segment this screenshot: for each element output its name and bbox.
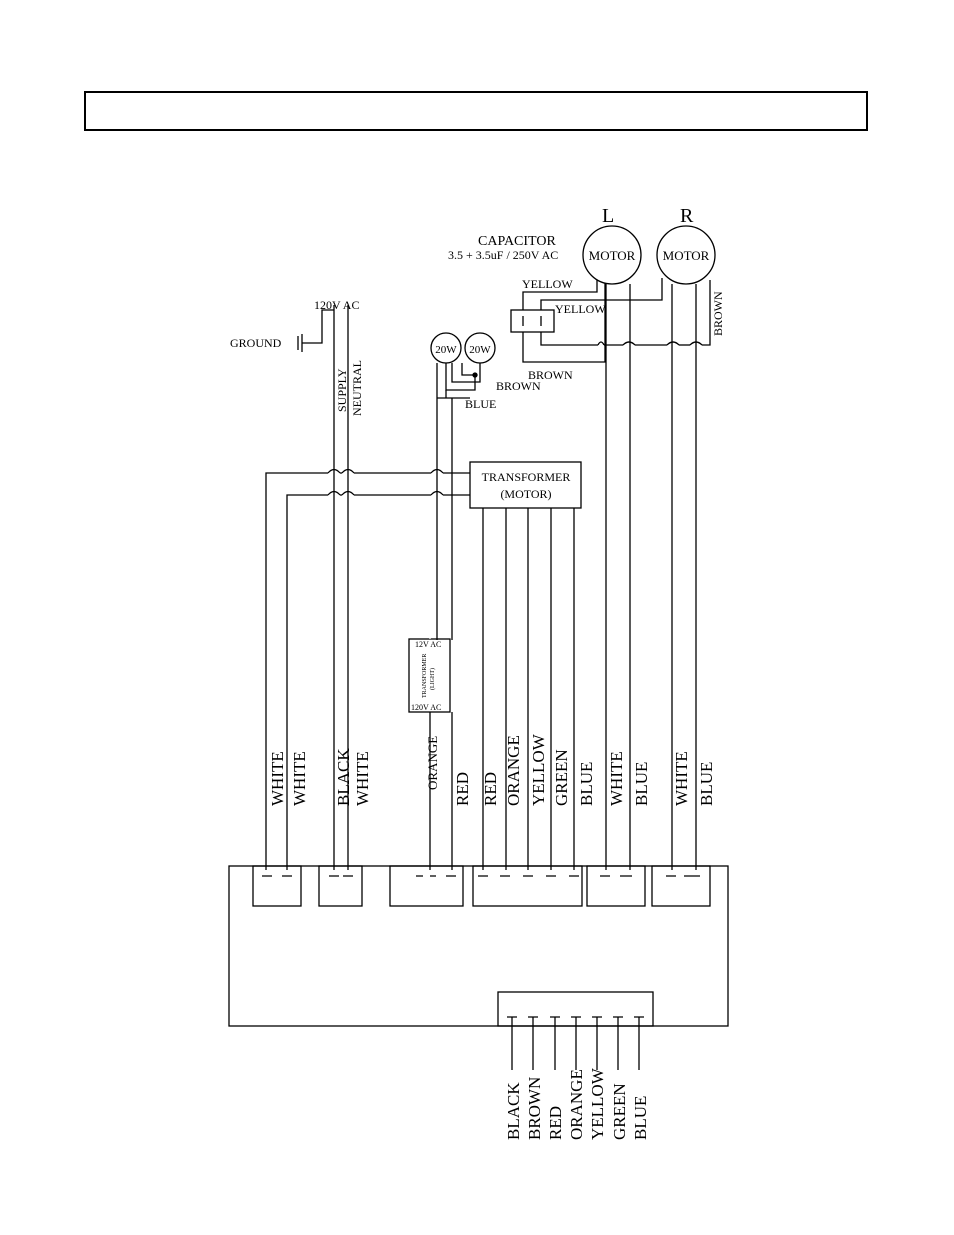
lower-wire-label: BROWN [525,1077,544,1140]
connector-3 [389,865,464,907]
lower-wire-label: ORANGE [567,1069,586,1140]
upper-wire-label: BLUE [697,762,716,806]
motor-r-label: R [680,205,694,227]
connector-5 [586,865,646,907]
lower-wire-label: BLACK [504,1082,523,1140]
capacitor-spec: 3.5 + 3.5uF / 250V AC [448,248,558,262]
lower-wire-label: BLUE [631,1096,650,1140]
capacitor-title: CAPACITOR [478,234,556,249]
upper-wire-label: WHITE [268,751,287,806]
connector-4 [472,865,583,907]
upper-wire-label: YELLOW [529,733,548,806]
upper-wire-label: WHITE [672,751,691,806]
upper-wire-label: ORANGE [504,735,523,806]
upper-wire-label: WHITE [290,751,309,806]
upper-wire-label: GREEN [552,749,571,806]
ground-label: GROUND [230,336,282,350]
upper-wire-label: BLUE [632,762,651,806]
motor-right-text: MOTOR [663,248,710,263]
blue-label-lamp: BLUE [465,397,496,411]
lower-wire-label: RED [546,1106,565,1140]
light-tx-top: 12V AC [415,640,441,649]
light-tx-mid1: TRANSFORMER [422,654,428,698]
motor-right-circle [656,225,716,285]
connector-2 [318,865,363,907]
brown-label-lamp: BROWN [496,379,541,393]
transformer-motor-label-2: (MOTOR) [500,487,551,501]
upper-wire-label: RED [453,772,472,806]
supply-label: SUPPLY [335,368,349,412]
lamp-2-label: 20W [469,344,491,356]
connector-6 [651,865,711,907]
connector-1 [252,865,302,907]
header-box [84,91,868,131]
brown-label-cap: BROWN [528,368,573,382]
neutral-label: NEUTRAL [350,360,364,416]
upper-wire-label: BLACK [334,748,353,806]
light-tx-mid2: (LIGHT) [429,668,436,690]
motor-left-circle [582,225,642,285]
yellow-label-1: YELLOW [522,277,573,291]
motor-left-text: MOTOR [589,248,636,263]
upper-wire-label: WHITE [607,751,626,806]
brown-label-motor: BROWN [711,291,725,336]
upper-wire-label: RED [481,772,500,806]
capacitor-box [510,309,555,333]
lower-wire-label: YELLOW [588,1067,607,1140]
light-tx-bottom: 120V AC [411,703,441,712]
lamp-1-label: 20W [435,344,457,356]
yellow-label-2: YELLOW [555,302,606,316]
transformer-motor-box [469,461,582,509]
transformer-motor-label-1: TRANSFORMER [482,470,571,484]
upper-wire-label: WHITE [353,751,372,806]
upper-wire-label: ORANGE [425,736,440,790]
supply-voltage-label: 120V AC [314,298,359,312]
upper-wire-label: BLUE [577,762,596,806]
motor-l-label: L [602,205,614,227]
lower-wire-label: GREEN [610,1083,629,1140]
